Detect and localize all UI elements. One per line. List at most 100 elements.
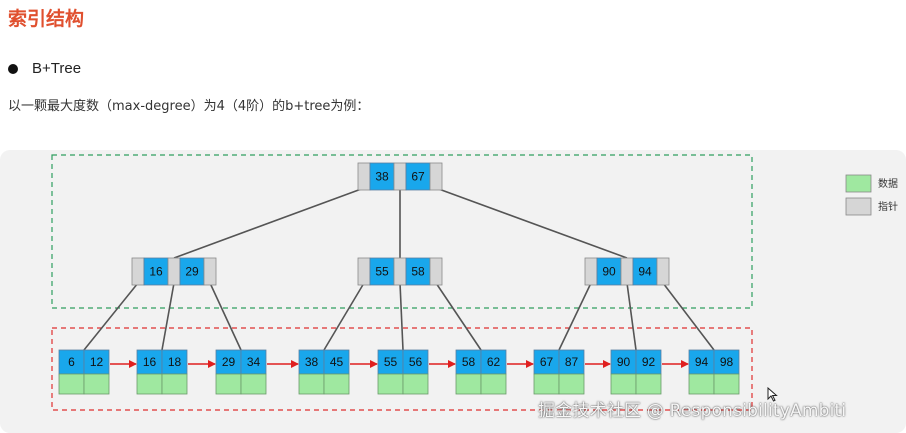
pointer-cell: [167, 257, 181, 286]
key-cell: [635, 349, 662, 375]
key-value: 55: [384, 355, 398, 369]
inner-nodes-region: [51, 154, 753, 309]
section-title: 索引结构: [8, 8, 85, 30]
key-value: 87: [565, 355, 579, 369]
pointer-cell: [357, 257, 371, 286]
mouse-cursor-icon: [767, 387, 778, 402]
key-cell: [405, 162, 431, 191]
key-cell: [632, 257, 658, 286]
tree-edge: [209, 282, 242, 351]
pointer-cell: [656, 257, 670, 286]
data-cell: [240, 373, 267, 395]
pointer-cell: [429, 257, 443, 286]
tree-edge: [435, 282, 482, 351]
legend-data-label: 数据: [878, 177, 898, 190]
key-value: 92: [642, 355, 656, 369]
key-value: 94: [695, 355, 709, 369]
pointer-cell: [393, 257, 407, 286]
key-cell: [402, 349, 429, 375]
watermark-text: 掘金技术社区 @ ResponsibilityAmbiti: [538, 401, 847, 421]
key-cell: [533, 349, 560, 375]
key-value: 29: [222, 355, 236, 369]
bullet-dot-icon: [8, 63, 18, 74]
pointer-cell: [429, 162, 443, 191]
legend: 数据 指针: [845, 174, 898, 216]
key-value: 67: [411, 170, 425, 184]
key-value: 58: [411, 265, 425, 279]
key-cell: [161, 349, 188, 375]
data-cell: [455, 373, 482, 395]
pointer-cell: [393, 162, 407, 191]
key-cell: [369, 162, 395, 191]
key-value: 55: [375, 265, 389, 279]
key-value: 98: [720, 355, 734, 369]
tree-edge: [173, 187, 365, 259]
leaf-node: 67 87: [533, 349, 585, 395]
key-cell: [215, 349, 242, 375]
data-cell: [558, 373, 585, 395]
internal-node: 55 58: [357, 257, 443, 286]
key-value: 94: [638, 265, 652, 279]
tree-edge: [435, 187, 628, 259]
key-value: 29: [185, 265, 199, 279]
key-value: 38: [305, 355, 319, 369]
pointer-cell: [620, 257, 634, 286]
key-cell: [323, 349, 350, 375]
key-value: 16: [143, 355, 157, 369]
key-value: 56: [409, 355, 423, 369]
key-cell: [298, 349, 325, 375]
tree-edge: [626, 282, 637, 351]
pointer-cell: [131, 257, 145, 286]
data-cell: [298, 373, 325, 395]
key-value: 16: [149, 265, 163, 279]
description-text: 以一颗最大度数（max-degree）为4（4阶）的b+tree为例：: [8, 99, 370, 114]
data-cell: [402, 373, 429, 395]
leaf-node: 55 56: [377, 349, 429, 395]
data-cell: [480, 373, 507, 395]
data-cell: [610, 373, 637, 395]
root-node: 38 67: [357, 162, 443, 191]
tree-edge: [399, 282, 404, 351]
key-value: 6: [68, 355, 75, 369]
tree-edge: [161, 282, 175, 351]
tree-edge: [662, 282, 715, 351]
data-cell: [713, 373, 740, 395]
data-cell: [323, 373, 350, 395]
tree-edge: [83, 282, 139, 351]
leaf-node: 94 98: [688, 349, 740, 395]
key-cell: [83, 349, 110, 375]
pointer-cell: [584, 257, 598, 286]
key-value: 67: [540, 355, 554, 369]
pointer-cell: [203, 257, 217, 286]
legend-data-swatch: [845, 174, 872, 193]
key-cell: [405, 257, 431, 286]
key-value: 18: [168, 355, 182, 369]
legend-pointer-swatch: [845, 197, 872, 216]
key-cell: [558, 349, 585, 375]
data-cell: [688, 373, 715, 395]
data-cell: [161, 373, 188, 395]
key-value: 38: [375, 170, 389, 184]
data-cell: [377, 373, 404, 395]
data-cell: [136, 373, 163, 395]
key-cell: [179, 257, 205, 286]
key-cell: [143, 257, 169, 286]
tree-edges: [83, 187, 715, 351]
key-cell: [480, 349, 507, 375]
bullet-label: B+Tree: [32, 60, 82, 77]
pointer-cell: [357, 162, 371, 191]
data-cell: [533, 373, 560, 395]
data-cell: [83, 373, 110, 395]
key-cell: [58, 349, 85, 375]
key-cell: [240, 349, 267, 375]
key-value: 58: [462, 355, 476, 369]
